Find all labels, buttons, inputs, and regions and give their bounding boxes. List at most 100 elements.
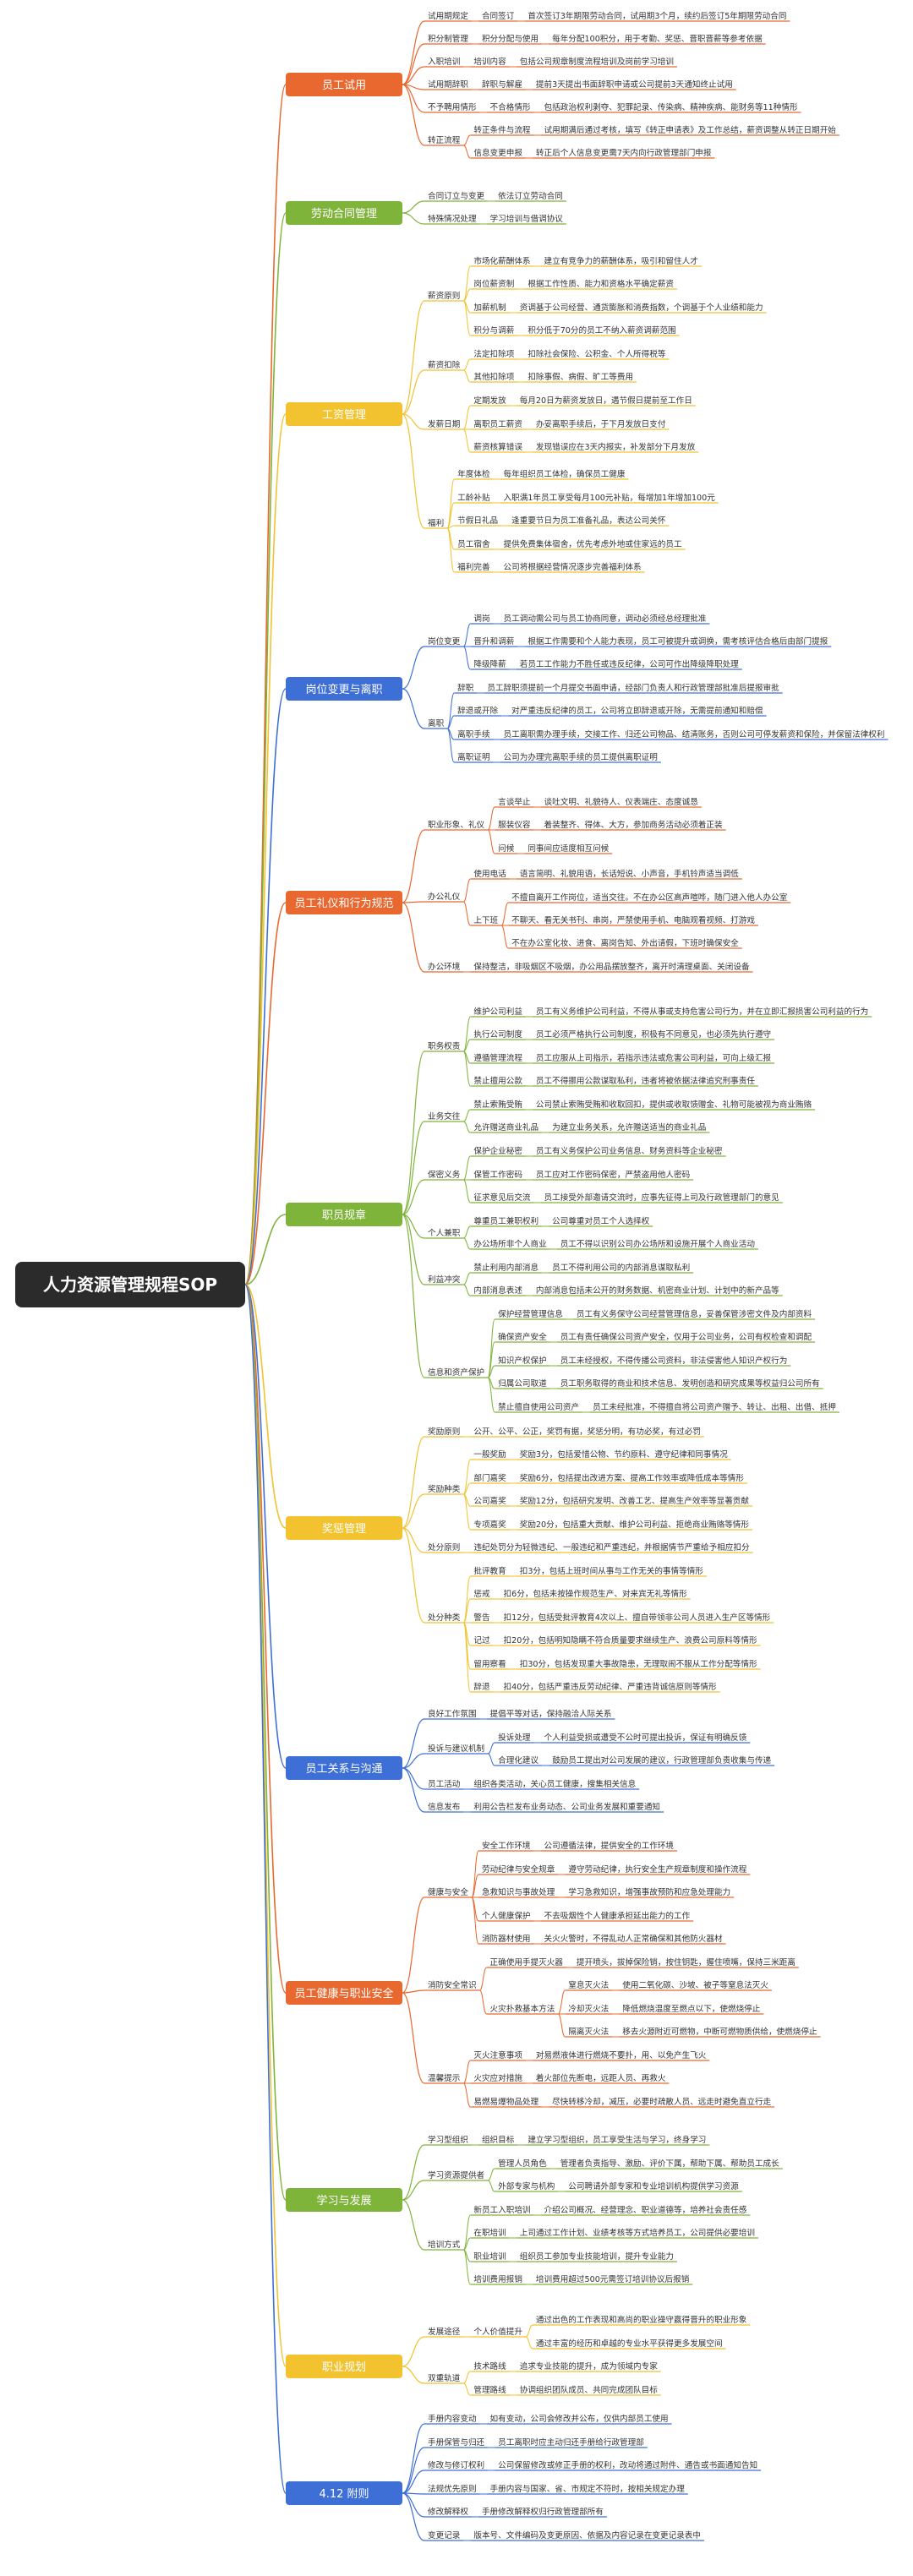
node-label: 公开、公平、公正，奖罚有据，奖惩分明，有功必奖，有过必罚 <box>473 1427 701 1437</box>
branch-connector <box>402 1753 425 1769</box>
branch-connector <box>244 1214 287 1285</box>
node-label: 服装仪容 <box>498 820 531 830</box>
node-label: 员工有义务保守公司经营管理信息，妥善保管涉密文件及内部资料 <box>577 1309 812 1319</box>
branch-connector <box>402 1214 425 1239</box>
branch-connector <box>463 1039 471 1052</box>
node-label: 每年组织员工体检，确保员工健康 <box>504 469 626 479</box>
section-node: 员工礼仪和行为规范 <box>286 891 402 914</box>
node-label: 投诉处理 <box>498 1733 531 1743</box>
node-label: 业务交往 <box>428 1111 461 1122</box>
node-label: 着火部位先断电，远距人员、再救火 <box>536 2073 666 2083</box>
section-title: 职员规章 <box>322 1209 366 1222</box>
node-label: 员工接受外部邀请交流时，应事先征得上司及行政管理部门的意见 <box>544 1192 780 1203</box>
node-label: 学习资源提供者 <box>428 2170 485 2180</box>
node-label: 对严重违反纪律的员工，公司将立即辞退或开除，无需提前通知和赔偿 <box>511 706 763 716</box>
node-label: 离职 <box>428 718 445 729</box>
node-label: 不予聘用情形 <box>428 102 477 112</box>
branch-connector <box>487 2180 495 2192</box>
section-title: 奖惩管理 <box>322 1523 366 1536</box>
branch-connector <box>463 1121 471 1133</box>
node-label: 定期发放 <box>473 396 506 406</box>
node-label: 安全工作环境 <box>482 1841 531 1851</box>
branch-connector <box>402 1051 425 1215</box>
node-label: 谈吐文明、礼貌待人、仪表端庄、态度诚恳 <box>544 797 699 807</box>
node-label: 扣12分，包括受批评教育4次以上、擅自带领非公司人员进入生产区等情形 <box>504 1613 771 1623</box>
branch-connector <box>244 1284 287 2201</box>
node-label: 入职满1年员工享受每月100元补贴，每增加1年增加100元 <box>504 493 716 503</box>
section-node: 职员规章 <box>286 1203 402 1226</box>
node-label: 信息变更申报 <box>473 148 522 158</box>
branch-connector <box>244 1284 287 1769</box>
section-node: 奖惩管理 <box>286 1516 402 1540</box>
node-label: 发薪日期 <box>428 419 460 429</box>
branch-connector <box>446 728 455 763</box>
node-label: 岗位薪资制 <box>473 279 514 289</box>
node-label: 确保资产安全 <box>498 1332 547 1342</box>
branch-connector <box>402 2336 425 2367</box>
node-label: 介绍公司概况、经营理念、职业道德等，培养社会责任感 <box>544 2205 747 2215</box>
branch-connector <box>500 902 509 926</box>
branch-connector <box>471 1897 479 1945</box>
branch-connector <box>402 84 425 113</box>
branch-connector <box>402 1436 425 1529</box>
node-label: 转正流程 <box>428 135 461 145</box>
node-label: 尽快转移冷却，减压，必要时疏散人员、远走时避免直立行走 <box>552 2097 771 2107</box>
node-label: 投诉与建议机制 <box>428 1744 484 1754</box>
branch-connector <box>402 2492 425 2518</box>
node-label: 员工应服从上司指示，若指示违法或危害公司利益，可向上级汇报 <box>536 1053 772 1063</box>
branch-connector <box>462 1575 471 1624</box>
node-label: 执行公司制度 <box>473 1029 522 1040</box>
section-node: 岗位变更与离职 <box>286 677 402 701</box>
node-label: 员工应对工作密码保密，严禁盗用他人密码 <box>536 1170 691 1180</box>
branch-connector <box>402 300 425 415</box>
node-label: 办公礼仪 <box>428 892 461 902</box>
node-label: 留用察看 <box>473 1659 506 1669</box>
node-label: 组织目标 <box>482 2135 515 2145</box>
node-label: 协调组织团队成员、共同完成团队目标 <box>520 2385 658 2395</box>
section-node: 劳动合同管理 <box>286 201 402 225</box>
node-label: 如有变动，公司会修改并公布，仅供内部员工使用 <box>490 2414 669 2424</box>
branch-connector <box>462 1179 471 1203</box>
node-label: 消防器材使用 <box>482 1934 531 1944</box>
node-label: 奖励6分，包括提出改进方案、提高工作效率或降低成本等情形 <box>520 1473 745 1483</box>
node-label: 学习型组织 <box>428 2135 468 2145</box>
node-label: 追求专业技能的提升，成为领域内专家 <box>520 2361 658 2371</box>
node-label: 辞职 <box>457 683 474 693</box>
node-label: 薪资核算错误 <box>473 442 522 452</box>
node-label: 不去吸烟性个人健康承担延出能力的工作 <box>544 1911 691 1921</box>
node-label: 惩戒 <box>473 1589 490 1599</box>
branch-connector <box>463 2371 471 2384</box>
node-label: 保密义务 <box>428 1170 461 1180</box>
node-label: 提倡平等对话，保持融洽人际关系 <box>490 1709 612 1719</box>
node-label: 移去火源附近可燃物，中断可燃物质供给，使燃烧停止 <box>622 2027 817 2037</box>
node-label: 双重轨道 <box>428 2373 461 2383</box>
node-label: 利用公告栏发布业务动态、公司业务发展和重要通知 <box>473 1802 660 1812</box>
node-label: 员工未经授权，不得传播公司资料，非法侵害他人知识产权行为 <box>560 1356 788 1366</box>
node-label: 处分种类 <box>428 1613 461 1623</box>
branch-connector <box>446 715 455 729</box>
node-label: 员工不得挪用公款谋取私利，违者将被依据法律追究刑事责任 <box>536 1076 755 1086</box>
section-node: 职业规划 <box>286 2355 402 2378</box>
section-title: 岗位变更与离职 <box>305 683 382 696</box>
node-label: 每月20日为薪资发放日，遇节假日提前至工作日 <box>520 396 692 406</box>
branch-connector <box>402 902 425 973</box>
node-label: 禁止索贿受贿 <box>473 1100 522 1110</box>
node-label: 法规优先原则 <box>428 2484 477 2494</box>
node-label: 转正后个人信息变更需7天内向行政管理部门申报 <box>536 148 712 158</box>
node-label: 易燃易爆物品处理 <box>473 2097 539 2107</box>
node-label: 冷却灭火法 <box>568 2004 609 2014</box>
section-node: 员工健康与职业安全 <box>286 1981 402 2005</box>
node-label: 禁止擅用公款 <box>473 1076 522 1086</box>
branch-connector <box>402 212 425 225</box>
branch-connector <box>402 369 425 415</box>
node-label: 保管工作密码 <box>473 1170 522 1180</box>
node-label: 健康与安全 <box>428 1887 468 1897</box>
node-label: 办公环境 <box>428 962 461 972</box>
node-label: 岗位变更 <box>428 636 461 647</box>
node-label: 员工不得利用公司的内部消息谋取私利 <box>552 1263 690 1273</box>
branch-connector <box>463 1272 471 1285</box>
node-label: 试用期辞职 <box>428 79 468 90</box>
node-label: 版本号、文件编码及变更原因、依据及内容记录在变更记录表中 <box>473 2530 701 2541</box>
node-label: 奖励12分，包括研究发明、改善工艺、提高生产效率等显著贡献 <box>520 1496 750 1506</box>
